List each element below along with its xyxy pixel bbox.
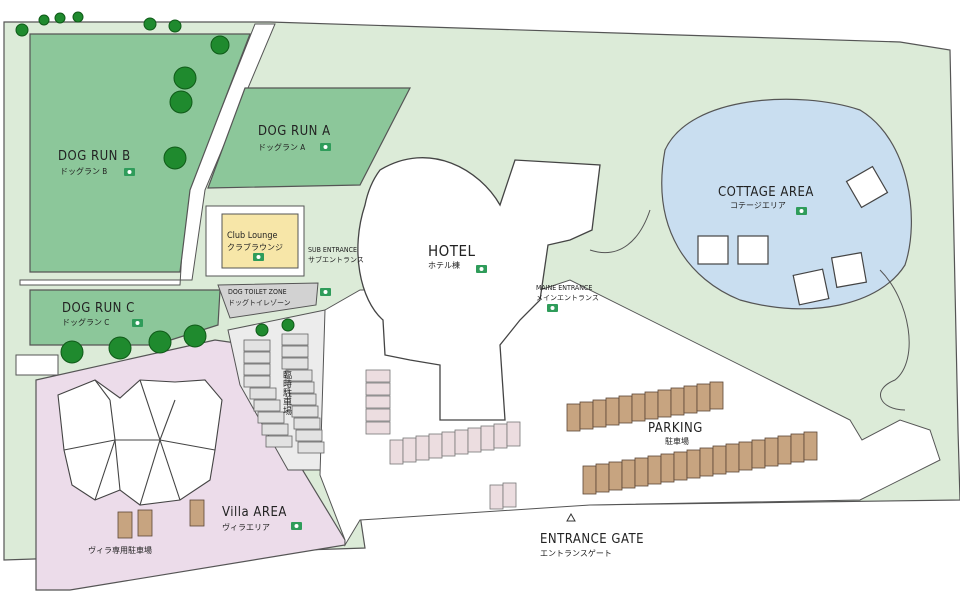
tree-icon bbox=[15, 11, 295, 364]
entrance-gate-label: ENTRANCE GATE bbox=[540, 532, 644, 547]
dog-run-b-area[interactable] bbox=[29, 33, 251, 273]
villa-building bbox=[57, 379, 223, 506]
villa-parking bbox=[117, 499, 205, 539]
cottage-area-jp: コテージエリア bbox=[730, 201, 786, 210]
dog-run-a-label: DOG RUN A bbox=[258, 124, 331, 139]
west-gate-box bbox=[15, 354, 59, 376]
temp-parking-jp: 臨時駐車場 bbox=[281, 369, 292, 416]
parking-jp: 駐車場 bbox=[665, 436, 689, 446]
sub-entrance-label: SUB ENTRANCE bbox=[308, 246, 357, 254]
hotel-jp: ホテル棟 bbox=[428, 260, 460, 270]
main-entrance-jp: メインエントランス bbox=[536, 294, 599, 302]
camera-icon[interactable] bbox=[796, 207, 807, 215]
dog-toilet-zone[interactable] bbox=[217, 282, 319, 319]
parking-label: PARKING bbox=[648, 421, 703, 436]
dog-run-a-area[interactable] bbox=[207, 87, 411, 189]
cottages bbox=[697, 165, 889, 306]
club-lounge-jp: クラブラウンジ bbox=[227, 242, 283, 252]
dog-toilet-jp: ドッグトイレゾーン bbox=[228, 298, 291, 307]
dog-run-c-label: DOG RUN C bbox=[62, 301, 135, 316]
dog-run-b-jp: ドッグラン B bbox=[60, 166, 107, 176]
main-parking bbox=[566, 381, 818, 495]
camera-icon[interactable] bbox=[253, 253, 264, 261]
temp-parking-slots bbox=[243, 333, 325, 454]
camera-icon[interactable] bbox=[320, 288, 331, 296]
camera-icon[interactable] bbox=[124, 168, 135, 176]
sub-entrance-jp: サブエントランス bbox=[308, 255, 364, 264]
dog-run-a-jp: ドッグラン A bbox=[258, 142, 305, 152]
camera-icon[interactable] bbox=[291, 522, 302, 530]
cottage-area-label: COTTAGE AREA bbox=[718, 185, 814, 200]
hotel-label: HOTEL bbox=[428, 242, 476, 260]
villa-area-jp: ヴィラエリア bbox=[222, 522, 270, 532]
dog-run-b-label: DOG RUN B bbox=[58, 149, 131, 164]
camera-icon[interactable] bbox=[476, 265, 487, 273]
entrance-arrow-icon bbox=[566, 512, 576, 522]
dog-toilet-label: DOG TOILET ZONE bbox=[228, 288, 287, 296]
dog-run-c-jp: ドッグラン C bbox=[62, 317, 109, 327]
main-entrance-label: MAINE ENTRANCE bbox=[536, 284, 592, 292]
camera-icon[interactable] bbox=[320, 143, 331, 151]
entrance-gate-jp: エントランスゲート bbox=[540, 548, 612, 558]
villa-parking-jp: ヴィラ専用駐車場 bbox=[88, 545, 152, 555]
camera-icon[interactable] bbox=[132, 319, 143, 327]
camera-icon[interactable] bbox=[547, 304, 558, 312]
hotel-front-parking bbox=[365, 369, 521, 510]
cottage-path bbox=[879, 269, 910, 411]
villa-area-label: Villa AREA bbox=[222, 505, 287, 520]
hotel-building[interactable] bbox=[357, 157, 601, 421]
club-lounge-label: Club Lounge bbox=[227, 231, 277, 241]
